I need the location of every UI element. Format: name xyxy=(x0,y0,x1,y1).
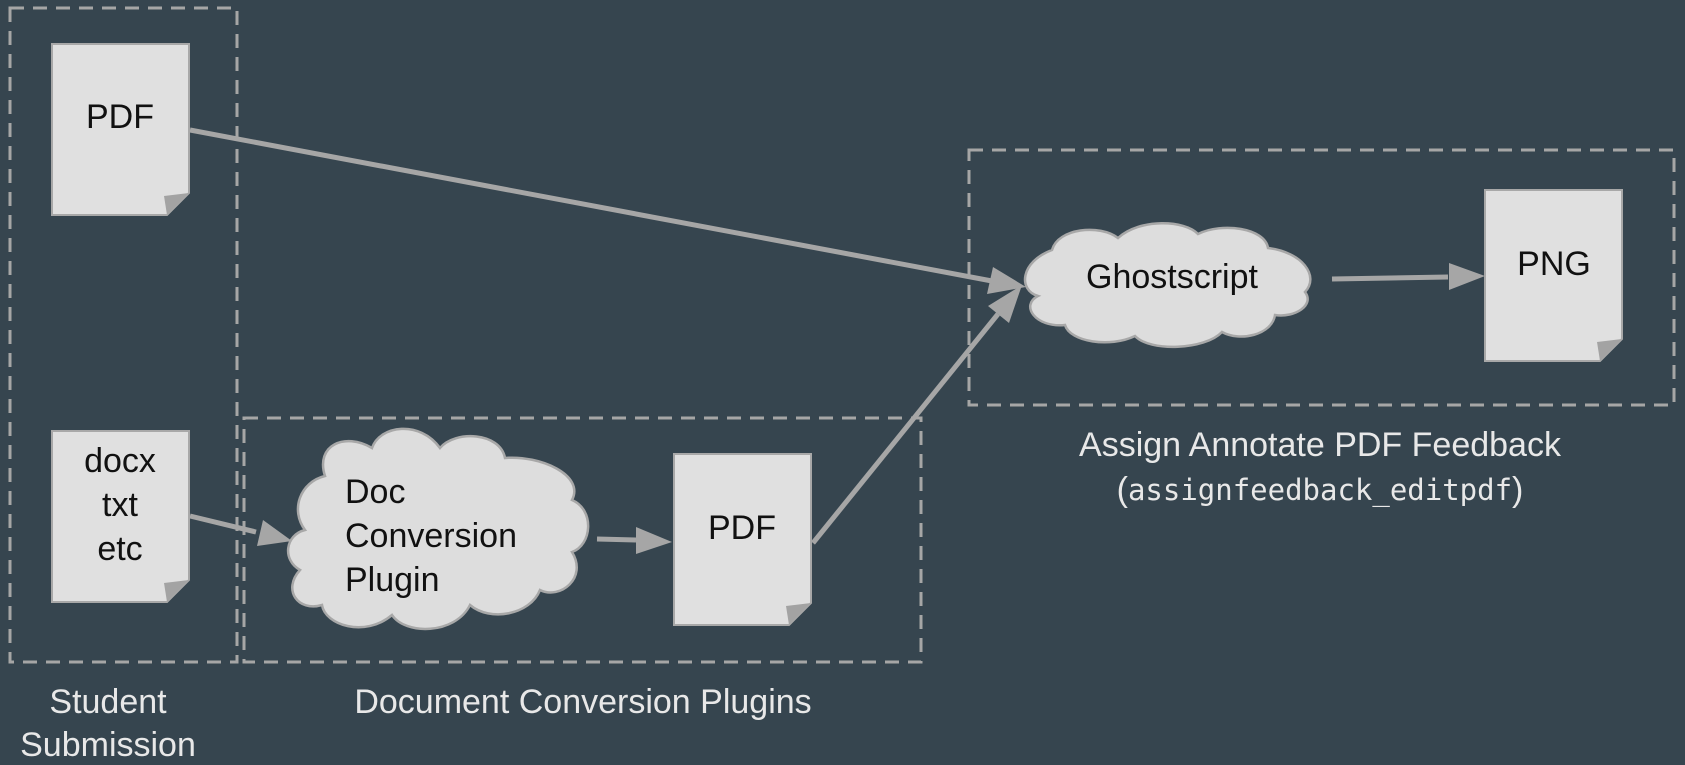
png-label: PNG xyxy=(1517,245,1591,283)
ghostscript-label: Ghostscript xyxy=(1086,258,1258,296)
arrow-head-pdf-to-ghostscript-2 xyxy=(988,285,1022,323)
arrow-head-ghostscript-to-png xyxy=(1449,263,1485,290)
annotate-pdf-feedback-label: Assign Annotate PDF Feedback xyxy=(1079,426,1562,464)
student-submission-box xyxy=(8,6,239,664)
annotate-pdf-feedback-box xyxy=(967,148,1676,407)
arrow-head-plugin-to-pdf xyxy=(636,527,672,554)
format-label-etc: etc xyxy=(97,530,142,568)
cloud-icon xyxy=(286,427,590,631)
arrow-head-pdf-to-ghostscript xyxy=(987,267,1026,294)
plugin-label-line3: Plugin xyxy=(345,561,440,599)
component-code: assignfeedback_editpdf xyxy=(1128,473,1512,508)
pdf-input-document: PDF xyxy=(51,43,190,216)
arrow-pdf-to-ghostscript-2 xyxy=(811,312,1000,545)
arrow-pdf-to-ghostscript xyxy=(189,127,993,284)
student-submission-label-line1: Student xyxy=(49,683,167,721)
arrow-head-docx-to-plugin xyxy=(257,520,292,546)
pdf-converted-label: PDF xyxy=(708,509,776,547)
arrow-plugin-to-pdf xyxy=(596,536,637,543)
document-conversion-label: Document Conversion Plugins xyxy=(354,683,811,721)
plugin-component-name: (assignfeedback_editpdf) xyxy=(1117,471,1524,509)
png-output-document: PNG xyxy=(1484,189,1623,362)
other-formats-document: docx txt etc xyxy=(51,430,190,603)
pdf-converted-document: PDF xyxy=(673,453,812,626)
doc-conversion-plugin-cloud: Doc Conversion Plugin xyxy=(286,427,590,631)
format-label-txt: txt xyxy=(102,486,138,524)
pdf-input-label: PDF xyxy=(86,98,154,136)
paren-open: ( xyxy=(1117,471,1129,509)
ghostscript-cloud: Ghostscript xyxy=(1023,222,1312,349)
plugin-label-line2: Conversion xyxy=(345,517,517,555)
arrow-ghostscript-to-png xyxy=(1331,274,1449,282)
arrow-docx-to-plugin xyxy=(189,513,257,535)
paren-close: ) xyxy=(1512,471,1523,509)
plugin-label-line1: Doc xyxy=(345,473,405,511)
student-submission-label-line2: Submission xyxy=(20,726,196,764)
format-label-docx: docx xyxy=(84,442,156,480)
cloud-icon xyxy=(1023,222,1312,349)
